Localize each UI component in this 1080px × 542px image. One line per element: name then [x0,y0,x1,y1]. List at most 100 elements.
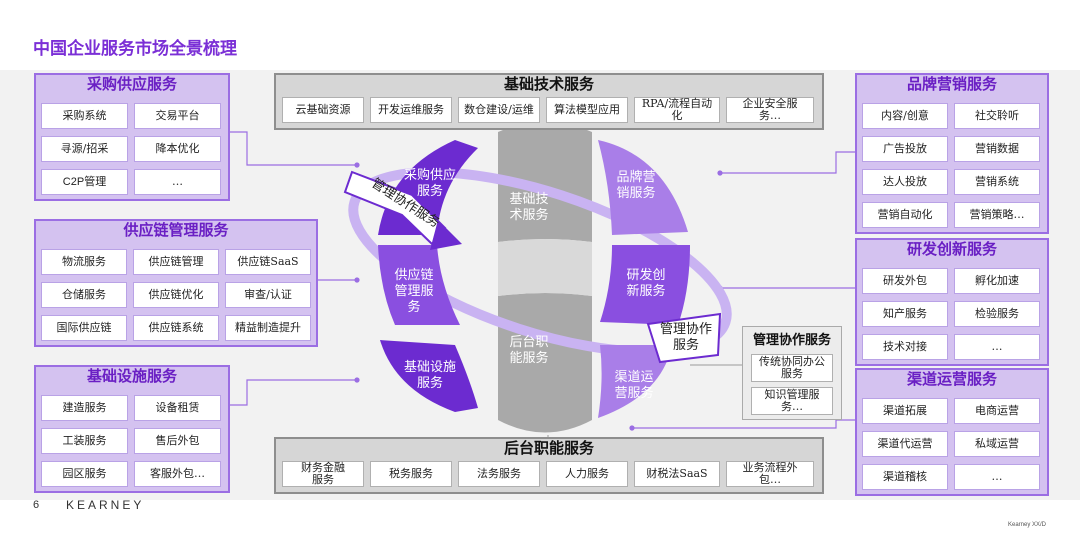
supply-chain-segment [378,245,460,325]
back-office-item[interactable]: 法务服务 [458,461,540,487]
collab-ring [348,167,732,357]
center-basic-tech-label: 基础技术服务 [509,192,549,223]
infrastructure-item[interactable]: 工装服务 [41,428,128,454]
connector-infrastructure [228,379,357,406]
supply-chain-item[interactable]: 国际供应链 [41,315,127,341]
center-procurement-label: 采购供应服务 [404,168,457,199]
brand-item[interactable]: 营销自动化 [862,202,948,228]
back-office-title: 后台职能服务 [503,440,594,457]
supply-chain-title: 供应链管理服务 [123,222,229,239]
supply-chain-item[interactable]: 供应链SaaS [225,249,311,275]
center-brand-label: 品牌营销服务 [616,170,656,201]
procurement-item[interactable]: … [134,169,221,195]
supply-chain-item[interactable]: 供应链管理 [133,249,219,275]
brand-segment [598,140,688,235]
infrastructure-item[interactable]: 客服外包… [134,461,221,487]
collab-panel: 管理协作服务 传统协同办公服务 知识管理服务… [742,326,842,420]
infrastructure-segment [380,340,478,412]
infrastructure-item[interactable]: 园区服务 [41,461,128,487]
connector-procurement [228,131,357,166]
back-office-item[interactable]: 财务金融服务 [282,461,364,487]
collab-tag-box [646,312,722,364]
back-office-panel: 后台职能服务 财务金融服务 税务服务 法务服务 人力服务 财税法SaaS 业务流… [274,437,824,494]
channel-item[interactable]: 私域运营 [954,431,1040,457]
supply-chain-panel: 供应链管理服务 物流服务 供应链管理 供应链SaaS 仓储服务 供应链优化 审查… [34,219,318,347]
rnd-title: 研发创新服务 [906,241,997,258]
infrastructure-title: 基础设施服务 [86,368,177,385]
rnd-item[interactable]: … [954,334,1040,360]
collab-arrowhead [430,220,462,250]
center-rnd-label: 研发创新服务 [626,268,666,299]
back-office-item[interactable]: 税务服务 [370,461,452,487]
basic-tech-item[interactable]: 开发运维服务 [370,97,452,123]
back-office-item[interactable]: 人力服务 [546,461,628,487]
basic-tech-item[interactable]: RPA/流程自动化 [634,97,720,123]
procurement-panel: 采购供应服务 采购系统 交易平台 寻源/招采 降本优化 C2P管理 … [34,73,230,201]
collab-item[interactable]: 传统协同办公服务 [751,354,833,382]
channel-item[interactable]: 电商运营 [954,398,1040,424]
procurement-item[interactable]: 采购系统 [41,103,128,129]
supply-chain-item[interactable]: 仓储服务 [41,282,127,308]
infrastructure-panel: 基础设施服务 建造服务 设备租赁 工装服务 售后外包 园区服务 客服外包… [34,365,230,493]
channel-item[interactable]: 渠道拓展 [862,398,948,424]
brand-item[interactable]: 营销策略… [954,202,1040,228]
center-supply-chain-label: 供应链管理服务 [394,268,434,315]
channel-panel: 渠道运营服务 渠道拓展 电商运营 渠道代运营 私域运营 渠道稽核 … [855,368,1049,496]
brand-title: 品牌营销服务 [906,76,997,93]
channel-item[interactable]: 渠道稽核 [862,464,948,490]
supply-chain-item[interactable]: 精益制造提升 [225,315,311,341]
center-channel-label: 渠道运营服务 [614,370,654,401]
connector-brand [720,151,856,174]
supply-chain-item[interactable]: 审查/认证 [225,282,311,308]
back-office-item[interactable]: 财税法SaaS [634,461,720,487]
collab-item[interactable]: 知识管理服务… [751,387,833,415]
rnd-item[interactable]: 技术对接 [862,334,948,360]
center-gap [498,239,592,296]
rnd-item[interactable]: 检验服务 [954,301,1040,327]
copyright: Kearney XX/D [1008,522,1047,528]
center-back-office-label: 后台职能服务 [509,335,549,366]
brand-item[interactable]: 社交聆听 [954,103,1040,129]
procurement-item[interactable]: 寻源/招采 [41,136,128,162]
page-title: 中国企业服务市场全景梳理 [33,39,237,58]
brand-item[interactable]: 内容/创意 [862,103,948,129]
channel-item[interactable]: … [954,464,1040,490]
brand-item[interactable]: 达人投放 [862,169,948,195]
rnd-item[interactable]: 知产服务 [862,301,948,327]
procurement-title: 采购供应服务 [86,76,177,93]
supply-chain-item[interactable]: 供应链系统 [133,315,219,341]
rnd-item[interactable]: 孵化加速 [954,268,1040,294]
basic-tech-panel: 基础技术服务 云基础资源 开发运维服务 数仓建设/运维 算法模型应用 RPA/流… [274,73,824,130]
center-collab-tag-label: 管理协作服务 [660,322,713,353]
rnd-segment [600,245,690,325]
brand-panel: 品牌营销服务 内容/创意 社交聆听 广告投放 营销数据 达人投放 营销系统 营销… [855,73,1049,234]
connector-channel [632,419,856,429]
procurement-item[interactable]: C2P管理 [41,169,128,195]
supply-chain-item[interactable]: 物流服务 [41,249,127,275]
basic-tech-item[interactable]: 数仓建设/运维 [458,97,540,123]
brand-item[interactable]: 营销数据 [954,136,1040,162]
basic-tech-item[interactable]: 企业安全服务… [726,97,814,123]
channel-segment [598,345,672,418]
brand-item[interactable]: 广告投放 [862,136,948,162]
brand-item[interactable]: 营销系统 [954,169,1040,195]
channel-title: 渠道运营服务 [906,371,997,388]
procurement-item[interactable]: 交易平台 [134,103,221,129]
rnd-item[interactable]: 研发外包 [862,268,948,294]
page-number: 6 [33,499,40,511]
kearney-logo: KEARNEY [66,498,145,512]
procurement-item[interactable]: 降本优化 [134,136,221,162]
basic-tech-title: 基础技术服务 [503,76,594,93]
infrastructure-item[interactable]: 设备租赁 [134,395,221,421]
collab-title: 管理协作服务 [752,332,831,347]
infrastructure-item[interactable]: 售后外包 [134,428,221,454]
basic-tech-item[interactable]: 云基础资源 [282,97,364,123]
channel-item[interactable]: 渠道代运营 [862,431,948,457]
back-office-item[interactable]: 业务流程外包… [726,461,814,487]
basic-tech-item[interactable]: 算法模型应用 [546,97,628,123]
infrastructure-item[interactable]: 建造服务 [41,395,128,421]
rnd-panel: 研发创新服务 研发外包 孵化加速 知产服务 检验服务 技术对接 … [855,238,1049,366]
center-infrastructure-label: 基础设施服务 [404,360,457,391]
supply-chain-item[interactable]: 供应链优化 [133,282,219,308]
